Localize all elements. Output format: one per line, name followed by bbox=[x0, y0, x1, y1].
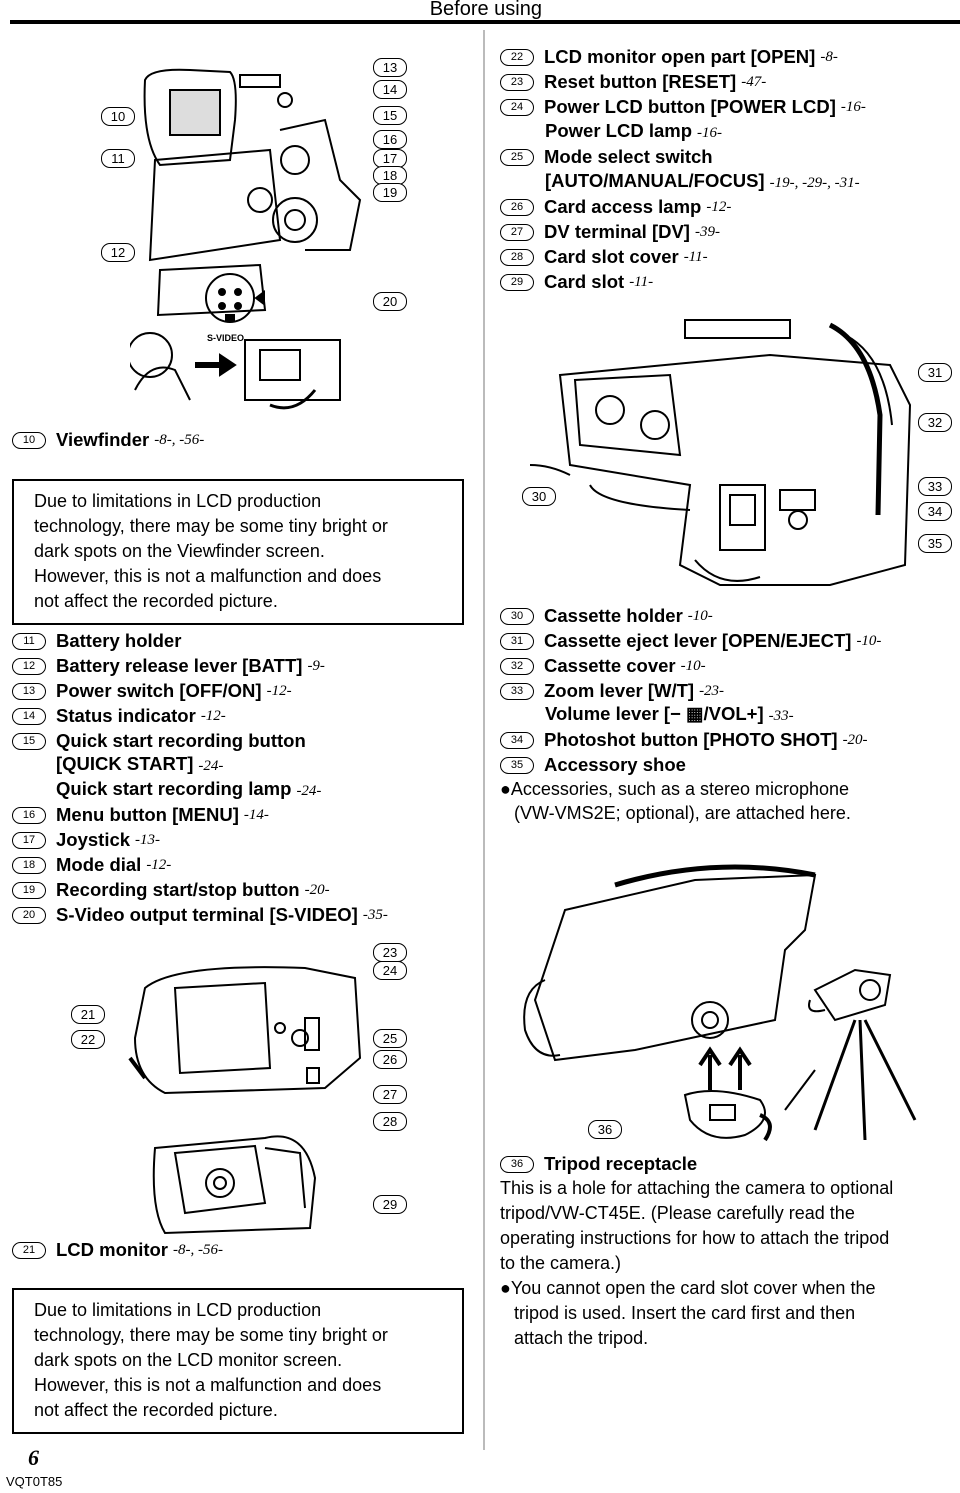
accessory-note-1: ●Accessories, such as a stereo microphon… bbox=[500, 779, 850, 799]
tripod-bullet-2: tripod is used. Insert the card first an… bbox=[514, 1303, 856, 1323]
callout-20: 20 bbox=[373, 292, 407, 311]
callout-28: 28 bbox=[373, 1112, 407, 1131]
callout-35: 35 bbox=[918, 534, 952, 553]
page-header-title: Before using bbox=[429, 0, 542, 20]
callout-34: 34 bbox=[918, 502, 952, 521]
callout-32: 32 bbox=[918, 413, 952, 432]
note-line: Due to limitations in LCD production bbox=[34, 491, 322, 511]
note-line: not affect the recorded picture. bbox=[34, 1400, 278, 1420]
note-line: Due to limitations in LCD production bbox=[34, 1300, 322, 1320]
callout-12: 12 bbox=[101, 243, 135, 262]
figure-camera-cassette-side bbox=[530, 319, 912, 586]
callout-25: 25 bbox=[373, 1029, 407, 1048]
item-25-cont: [AUTO/MANUAL/FOCUS]-19-, -29-, -31- bbox=[545, 170, 860, 191]
tripod-bullet-1: ●You cannot open the card slot cover whe… bbox=[500, 1278, 876, 1298]
callout-17: 17 bbox=[373, 149, 407, 168]
note-line: not affect the recorded picture. bbox=[34, 591, 278, 611]
page-number: 6 bbox=[28, 1445, 39, 1470]
lcd-note-box: Due to limitations in LCD production tec… bbox=[12, 1288, 464, 1434]
callout-30: 30 bbox=[522, 487, 556, 506]
callout-13: 13 bbox=[373, 58, 407, 77]
item-15-cont-2: Quick start recording lamp-24- bbox=[56, 778, 322, 799]
viewfinder-note-box: Due to limitations in LCD production tec… bbox=[12, 479, 464, 625]
callout-26: 26 bbox=[373, 1050, 407, 1069]
tripod-body-2: tripod/VW-CT45E. (Please carefully read … bbox=[500, 1203, 855, 1223]
callout-33: 33 bbox=[918, 477, 952, 496]
note-line: technology, there may be some tiny brigh… bbox=[34, 1325, 388, 1345]
figure-camera-tripod bbox=[523, 864, 917, 1142]
callout-36: 36 bbox=[588, 1120, 622, 1139]
callout-23: 23 bbox=[373, 943, 407, 962]
figure-camera-rear bbox=[130, 68, 362, 410]
figure-camera-lcd-side bbox=[128, 966, 362, 1235]
callout-19: 19 bbox=[373, 183, 407, 202]
callout-22: 22 bbox=[71, 1030, 105, 1049]
note-line: However, this is not a malfunction and d… bbox=[34, 566, 382, 586]
note-line: dark spots on the Viewfinder screen. bbox=[34, 541, 325, 561]
callout-29: 29 bbox=[373, 1195, 407, 1214]
callout-16: 16 bbox=[373, 130, 407, 149]
tripod-body-1: This is a hole for attaching the camera … bbox=[500, 1178, 894, 1198]
item-24-cont: Power LCD lamp-16- bbox=[545, 120, 722, 141]
tripod-body-3: operating instructions for how to attach… bbox=[500, 1228, 890, 1248]
callout-10: 10 bbox=[101, 107, 135, 126]
callout-31: 31 bbox=[918, 363, 952, 382]
svideo-label: S-VIDEO bbox=[207, 333, 245, 343]
note-line: dark spots on the LCD monitor screen. bbox=[34, 1350, 343, 1370]
tripod-bullet-3: attach the tripod. bbox=[514, 1328, 649, 1348]
accessory-note-2: (VW-VMS2E; optional), are attached here. bbox=[514, 803, 851, 823]
note-line: However, this is not a malfunction and d… bbox=[34, 1375, 382, 1395]
callout-27: 27 bbox=[373, 1085, 407, 1104]
callout-21: 21 bbox=[71, 1005, 105, 1024]
note-line: technology, there may be some tiny brigh… bbox=[34, 516, 388, 536]
header-rule bbox=[10, 20, 960, 24]
column-divider bbox=[483, 30, 485, 1450]
callout-24: 24 bbox=[373, 961, 407, 980]
model-code: VQT0T85 bbox=[6, 1474, 63, 1489]
item-15-cont-1: [QUICK START]-24- bbox=[56, 753, 224, 774]
item-33-cont: Volume lever [− ▦/VOL+]-33- bbox=[545, 703, 794, 724]
callout-18: 18 bbox=[373, 166, 407, 185]
callout-15: 15 bbox=[373, 106, 407, 125]
callout-14: 14 bbox=[373, 80, 407, 99]
callout-11: 11 bbox=[101, 149, 135, 168]
tripod-body-4: to the camera.) bbox=[500, 1253, 622, 1273]
